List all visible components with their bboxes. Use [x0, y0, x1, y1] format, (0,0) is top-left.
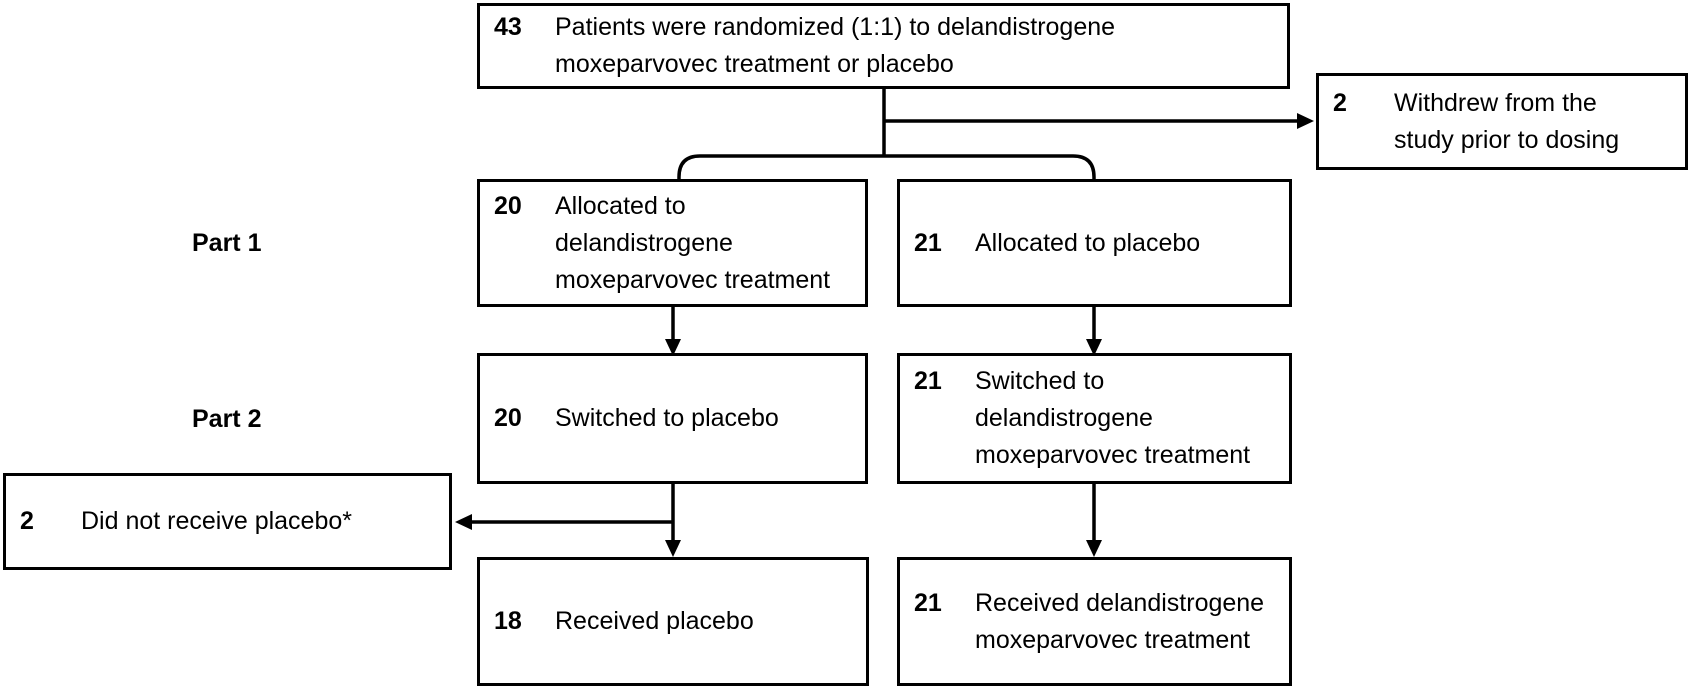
- box-did-not-receive: 2 Did not receive placebo*: [3, 473, 452, 570]
- connector-bracket: [677, 154, 1096, 180]
- count-allocated-treatment: 20: [494, 191, 522, 220]
- box-received-treatment: 21 Received delandistrogene moxeparvovec…: [897, 557, 1292, 686]
- count-switched-placebo: 20: [494, 404, 522, 432]
- label-received-placebo: Received placebo: [555, 607, 754, 635]
- count-received-treatment: 21: [914, 588, 942, 617]
- count-did-not-receive: 2: [20, 507, 34, 535]
- count-randomized: 43: [494, 13, 522, 41]
- label-received-treatment: Received delandistrogene moxeparvovec tr…: [975, 588, 1265, 654]
- label-randomized: Patients were randomized (1:1) to deland…: [555, 13, 1116, 78]
- label-allocated-treatment: Allocated to delandistrogene moxeparvove…: [555, 191, 831, 294]
- box-switched-placebo: 20 Switched to placebo: [477, 353, 868, 484]
- count-withdrew: 2: [1333, 88, 1347, 117]
- box-allocated-treatment: 20 Allocated to delandistrogene moxeparv…: [477, 179, 868, 307]
- label-switched-placebo: Switched to placebo: [555, 404, 779, 432]
- part1-label: Part 1: [192, 229, 262, 257]
- label-withdrew: Withdrew from the study prior to dosing: [1394, 88, 1620, 154]
- arrowhead-left-icon: [455, 514, 472, 530]
- arrowhead-down-icon: [1086, 339, 1102, 356]
- box-withdrew: 2 Withdrew from the study prior to dosin…: [1316, 73, 1688, 170]
- count-received-placebo: 18: [494, 607, 522, 635]
- part2-label: Part 2: [192, 405, 262, 433]
- box-randomized: 43 Patients were randomized (1:1) to del…: [477, 3, 1290, 89]
- count-allocated-placebo: 21: [914, 228, 942, 257]
- label-switched-treatment: Switched to delandistrogene moxeparvovec…: [975, 367, 1251, 469]
- box-received-placebo: 18 Received placebo: [477, 557, 869, 686]
- arrowhead-right-icon: [1297, 113, 1314, 129]
- label-allocated-placebo: Allocated to placebo: [975, 228, 1201, 257]
- box-switched-treatment: 21 Switched to delandistrogene moxeparvo…: [897, 353, 1292, 484]
- count-switched-treatment: 21: [914, 367, 942, 395]
- arrowhead-down-icon: [665, 540, 681, 557]
- label-did-not-receive: Did not receive placebo*: [81, 507, 352, 535]
- arrowhead-down-icon: [665, 339, 681, 356]
- arrowhead-down-icon: [1086, 540, 1102, 557]
- box-allocated-placebo: 21 Allocated to placebo: [897, 179, 1292, 307]
